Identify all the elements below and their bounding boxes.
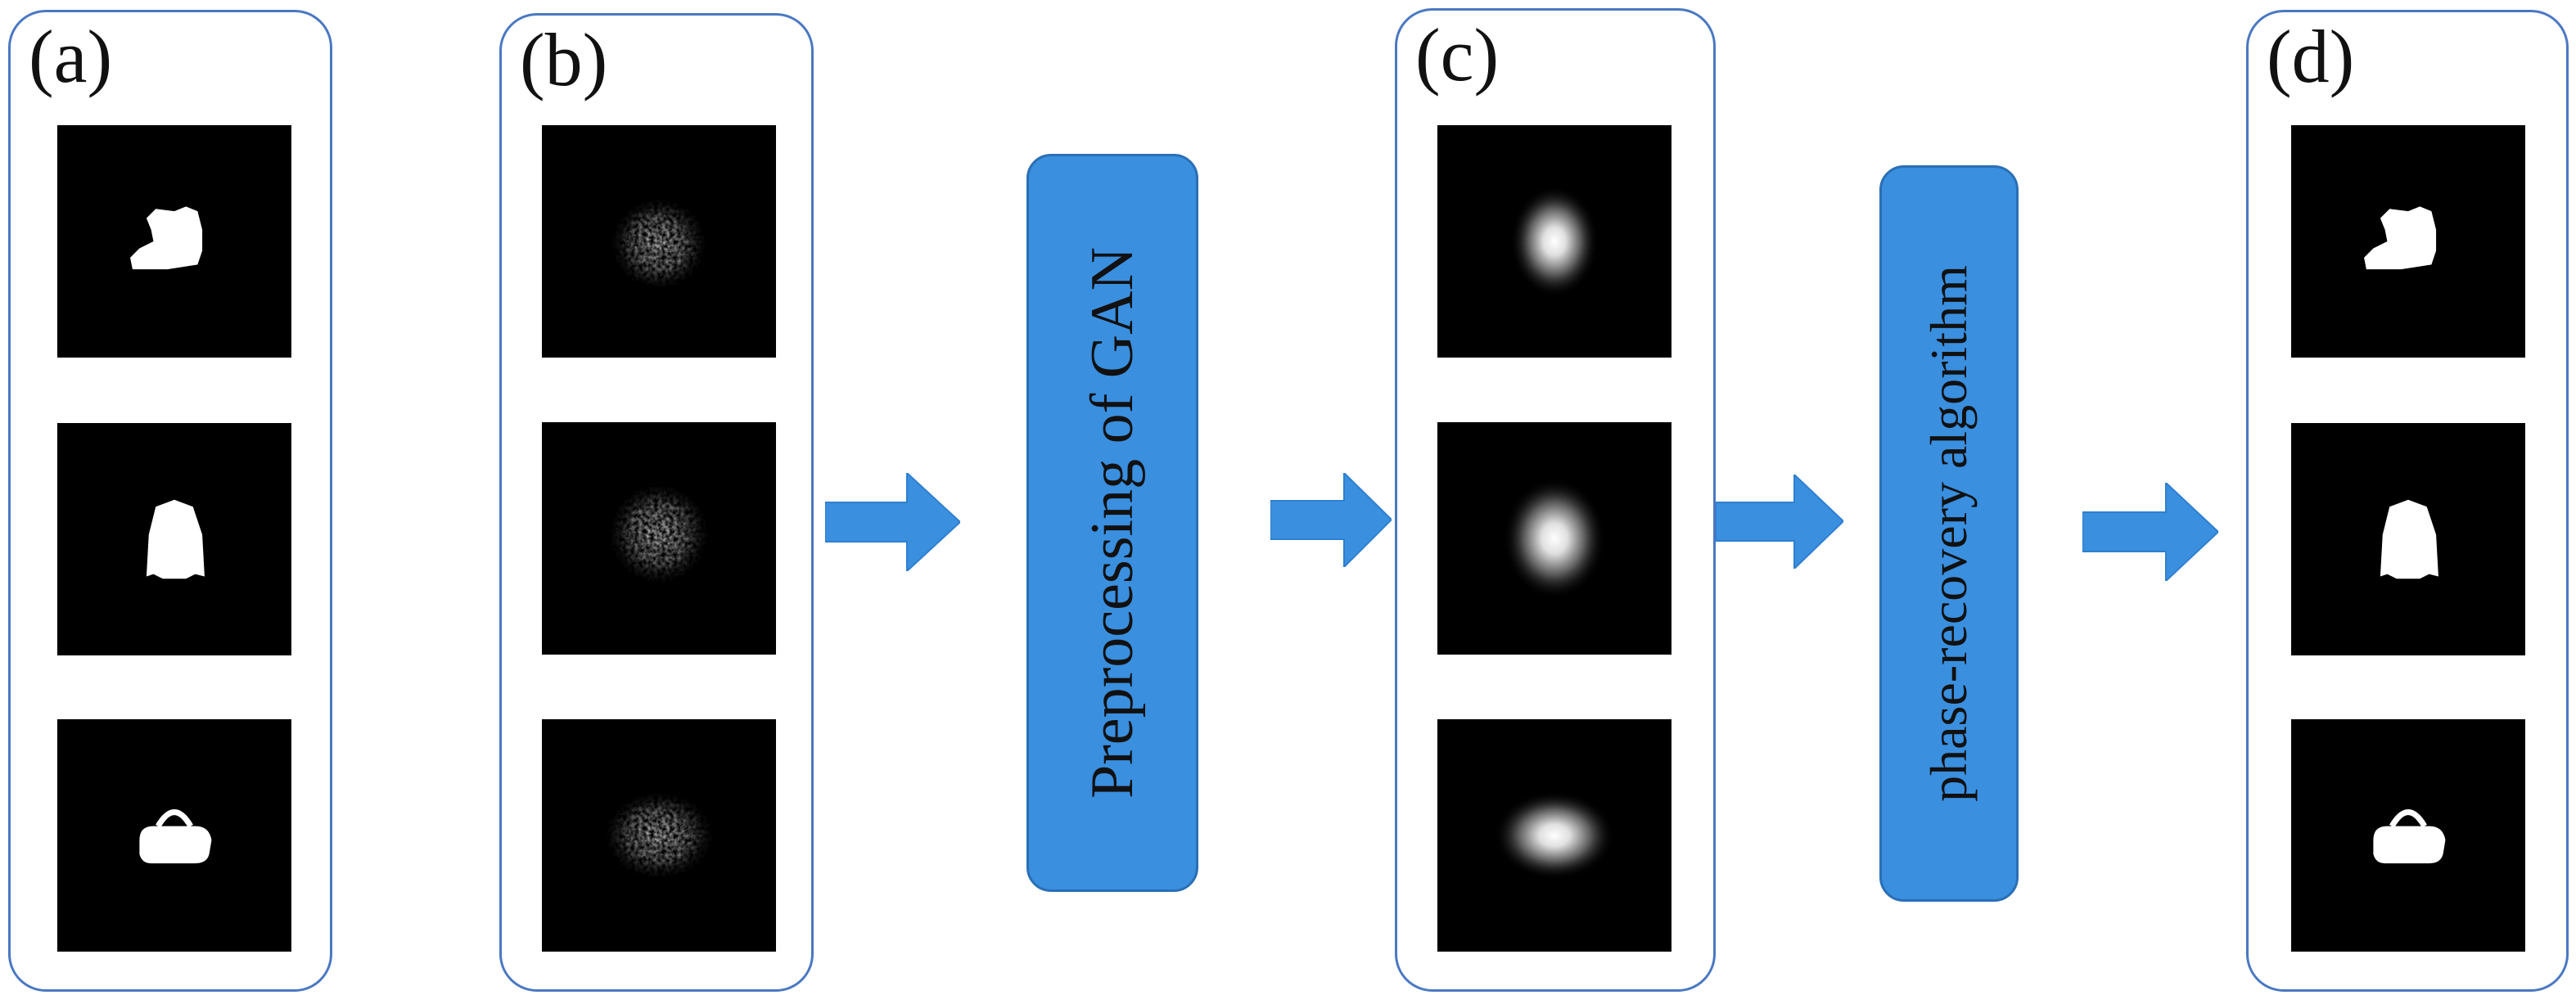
speckle-pattern-icon [607,195,711,293]
speckle-image-tile [542,125,776,358]
gaussian-image-tile [1437,125,1671,358]
speckle-pattern-icon [605,480,713,588]
panel-a-label: (a) [29,15,113,98]
handbag-silhouette-icon [139,809,212,864]
speckle-image-tile [542,422,776,655]
handbag-image-tile [57,719,291,952]
right-arrow-icon [825,473,960,571]
gaussian-image-tile [1437,719,1671,952]
coat-image-tile [57,423,291,655]
coat-silhouette-icon [146,499,205,579]
right-arrow-icon [1270,473,1392,567]
gaussian-blob-icon [1494,791,1615,880]
gaussian-image-tile [1437,422,1671,655]
speckle-image-tile [542,719,776,952]
speckle-pattern-icon [601,789,717,882]
gaussian-blob-icon [1503,478,1606,599]
boot-silhouette-icon [2364,206,2437,270]
phase-recovery-box: phase-recovery algorithm [1879,165,2019,902]
panel-b-label: (b) [520,18,608,101]
gan-preprocessing-label: Preprocessing of GAN [1079,246,1146,799]
coat-silhouette-icon [2380,499,2438,579]
phase-recovery-label: phase-recovery algorithm [1920,265,1978,802]
right-arrow-icon [1716,475,1843,569]
panel-c: (c) [1395,8,1716,992]
panel-c-label: (c) [1415,13,1500,97]
panel-a: (a) [8,10,332,992]
boot-silhouette-icon [130,206,203,270]
panel-d: (d) [2246,10,2569,992]
gaussian-blob-icon [1510,185,1599,298]
right-arrow-icon [2082,483,2218,581]
coat-image-tile [2291,423,2525,655]
panel-d-label: (d) [2267,15,2355,98]
boot-image-tile [2291,125,2525,358]
handbag-image-tile [2291,719,2525,952]
panel-b: (b) [499,13,814,992]
handbag-silhouette-icon [2373,809,2446,864]
boot-image-tile [57,125,291,358]
gan-preprocessing-box: Preprocessing of GAN [1026,154,1198,892]
